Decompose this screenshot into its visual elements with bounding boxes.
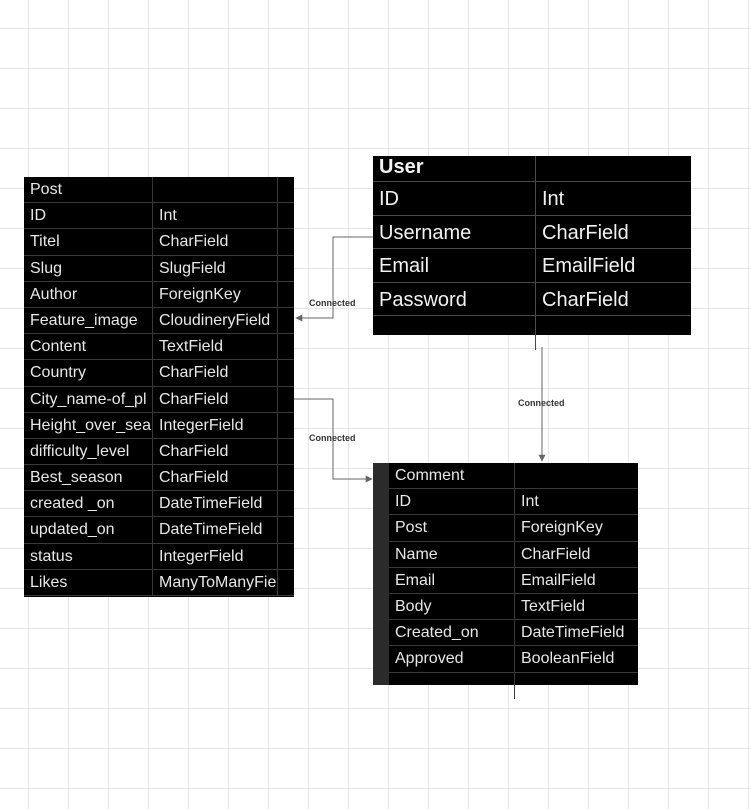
comment-table-field-type: EmailField bbox=[521, 571, 596, 589]
post-table-field-name: Feature_image bbox=[24, 307, 153, 334]
post-table-field-type: CharField bbox=[153, 229, 278, 255]
comment-table-field-name: Name bbox=[389, 541, 515, 567]
post-table-field-name: Height_over_sea bbox=[24, 412, 153, 438]
post-table-field-name: Slug bbox=[24, 255, 153, 281]
post-table-field-name: Country bbox=[24, 360, 153, 386]
post-table-field-type: ManyToManyField bbox=[153, 569, 278, 595]
comment-table-field-type: DateTimeField bbox=[521, 624, 625, 642]
user-table-blank-row bbox=[373, 316, 691, 350]
comment-table-row[interactable]: Created_on DateTimeField bbox=[389, 620, 638, 647]
post-table-field-type: TextField bbox=[153, 334, 278, 360]
post-table-field-type: IntegerField bbox=[153, 543, 278, 569]
user-table-title: User bbox=[373, 156, 536, 181]
post-table-field-name: created _on bbox=[24, 491, 153, 517]
comment-table-field-type: Int bbox=[521, 493, 539, 511]
post-table-field-type: DateTimeField bbox=[153, 491, 278, 517]
post-table-field-type: CharField bbox=[153, 438, 278, 465]
comment-table-field-name: Post bbox=[389, 515, 515, 541]
connector-post-comment[interactable] bbox=[294, 398, 373, 483]
comment-table-field-name: Email bbox=[389, 567, 515, 593]
user-table-field-name: Username bbox=[373, 215, 536, 249]
connector-user-comment-label: Connected bbox=[518, 398, 565, 408]
comment-table-field-name: Body bbox=[389, 593, 515, 620]
user-table-field-type: CharField bbox=[542, 221, 629, 244]
post-table-field-name: difficulty_level bbox=[24, 438, 153, 465]
post-table-field-type: IntegerField bbox=[153, 412, 278, 438]
user-table-row[interactable]: Email EmailField bbox=[373, 249, 691, 283]
user-table-header: User bbox=[373, 156, 691, 182]
post-table-field-type: DateTimeField bbox=[153, 517, 278, 543]
post-table-field-name: Best_season bbox=[24, 465, 153, 491]
post-table-field-type: ForeignKey bbox=[153, 281, 278, 307]
post-table-field-type: Int bbox=[153, 203, 278, 229]
post-table-field-type: CloudineryField bbox=[153, 307, 278, 334]
comment-table-field-name: Approved bbox=[389, 646, 515, 672]
comment-table-row[interactable]: Email EmailField bbox=[389, 567, 638, 594]
connector-post-comment-label: Connected bbox=[309, 433, 356, 443]
connector-user-post[interactable] bbox=[295, 236, 373, 322]
comment-table-blank-row bbox=[389, 672, 638, 699]
comment-table-field-type: TextField bbox=[521, 597, 586, 615]
post-table-field-name: updated_on bbox=[24, 517, 153, 543]
post-table-field-type: CharField bbox=[153, 465, 278, 491]
user-table-field-name: Password bbox=[373, 282, 536, 316]
comment-table-field-name: ID bbox=[389, 489, 515, 515]
comment-table-row[interactable]: Post ForeignKey bbox=[389, 515, 638, 542]
comment-table-header: Comment bbox=[389, 463, 638, 490]
user-table-field-name: ID bbox=[373, 182, 536, 215]
post-table-header: Post bbox=[24, 177, 294, 204]
post-table-title: Post bbox=[24, 177, 153, 203]
comment-table-field-name: Created_on bbox=[389, 620, 515, 646]
post-table-field-name: ID bbox=[24, 203, 153, 229]
user-table-row[interactable]: Username CharField bbox=[373, 215, 691, 250]
comment-table-row[interactable]: Body TextField bbox=[389, 593, 638, 621]
user-table-row[interactable]: ID Int bbox=[373, 182, 691, 216]
comment-table-field-type: BooleanField bbox=[521, 650, 615, 668]
post-table-field-name: Titel bbox=[24, 229, 153, 255]
comment-table-field-type: CharField bbox=[521, 545, 591, 563]
post-table-field-type: CharField bbox=[153, 360, 278, 386]
comment-table-row[interactable]: Approved BooleanField bbox=[389, 646, 638, 673]
user-table-field-type: EmailField bbox=[542, 255, 636, 278]
post-table-field-name: Likes bbox=[24, 569, 153, 595]
post-table-field-name: City_name-of_pl bbox=[24, 386, 153, 412]
comment-table-row[interactable]: ID Int bbox=[389, 489, 638, 516]
user-table-field-type: Int bbox=[542, 188, 565, 210]
connector-user-post-label: Connected bbox=[309, 298, 356, 308]
comment-table-strip bbox=[373, 463, 389, 685]
user-table-field-type: CharField bbox=[542, 288, 629, 311]
user-table-row[interactable]: Password CharField bbox=[373, 282, 691, 317]
comment-table-field-type: ForeignKey bbox=[521, 519, 603, 537]
post-table-field-type: SlugField bbox=[153, 255, 278, 281]
post-table-field-name: Content bbox=[24, 334, 153, 360]
post-table-field-type: CharField bbox=[153, 386, 278, 412]
comment-table-row[interactable]: Name CharField bbox=[389, 541, 638, 568]
comment-table-title: Comment bbox=[389, 463, 515, 489]
post-table-field-name: Author bbox=[24, 281, 153, 307]
user-table-field-name: Email bbox=[373, 249, 536, 282]
post-table-field-name: status bbox=[24, 543, 153, 569]
